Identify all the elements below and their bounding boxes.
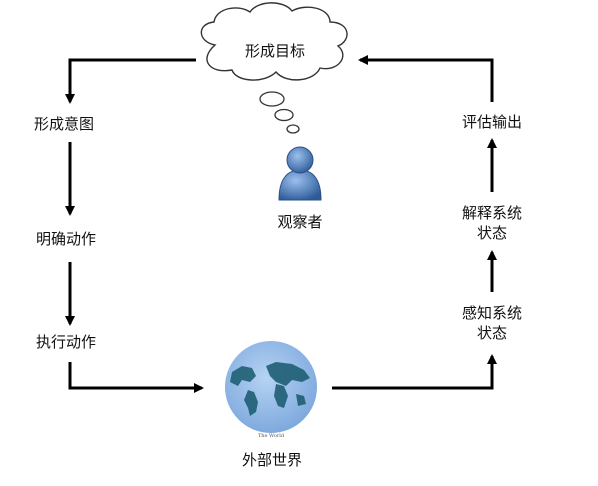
- goal-label: 形成目标: [244, 42, 305, 60]
- perceive-label-line1: 感知系统: [461, 304, 522, 322]
- arrow-world-to-perceive: [332, 354, 497, 390]
- observer-label: 观察者: [277, 213, 323, 231]
- globe-caption: The World: [257, 433, 285, 439]
- intention-label: 形成意图: [34, 115, 95, 133]
- evaluate-label: 评估输出: [461, 113, 522, 131]
- arrows: [65, 55, 497, 393]
- thought-cloud: [200, 2, 348, 134]
- perceive-label-line2: 状态: [476, 324, 507, 342]
- world-label: 外部世界: [241, 451, 302, 469]
- observer-person-icon: [278, 146, 322, 201]
- arrow-execute-to-world: [68, 362, 204, 393]
- interpret-label-line2: 状态: [476, 224, 507, 242]
- execute-label: 执行动作: [36, 333, 97, 351]
- action-spec-label: 明确动作: [36, 230, 97, 248]
- arrow-goal-to-intention: [65, 58, 196, 104]
- arrow-evaluate-to-goal: [358, 55, 494, 102]
- globe-icon: [225, 341, 317, 433]
- interpret-label-line1: 解释系统: [461, 204, 522, 222]
